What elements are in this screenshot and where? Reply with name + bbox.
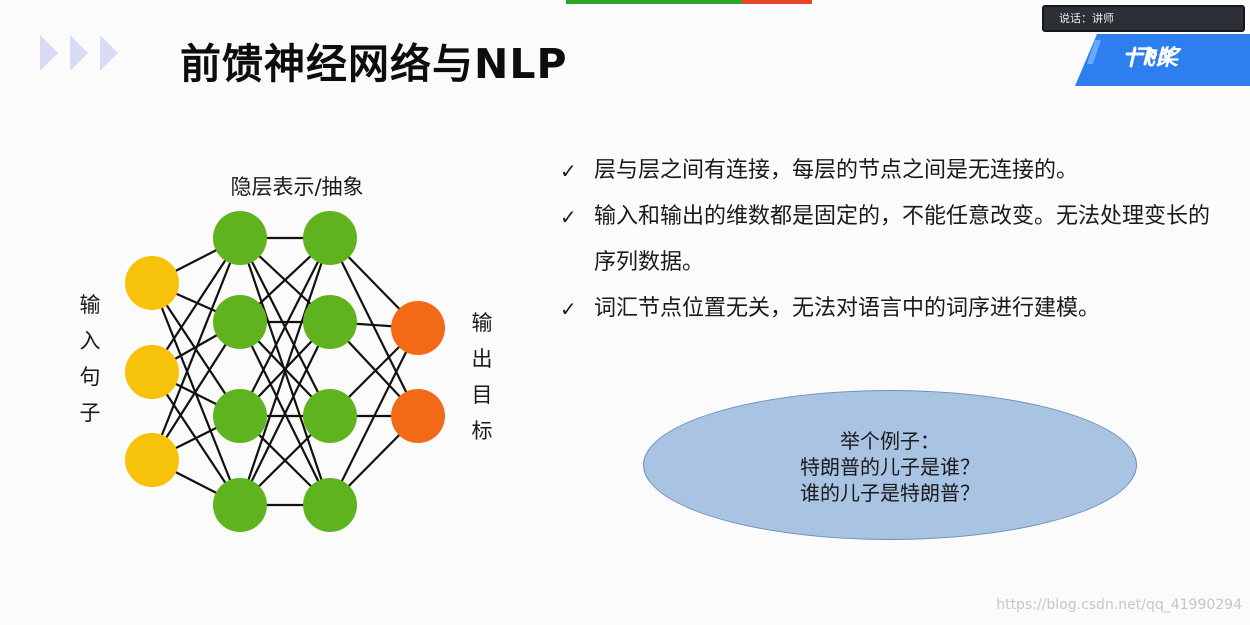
input-label-char: 子 [80, 401, 101, 425]
input-label: 输 入 句 子 [80, 293, 101, 425]
input-label-char: 入 [80, 329, 101, 353]
output-label: 输 出 目 标 [472, 311, 493, 443]
output-label-char: 出 [472, 347, 493, 371]
bullet-item: ✓ 词汇节点位置无关，无法对语言中的词序进行建模。 [560, 286, 1220, 332]
example-text: 举个例子： 特朗普的儿子是谁？ 谁的儿子是特朗普？ [643, 428, 1137, 506]
check-icon: ✓ [560, 205, 577, 229]
connection-line [151, 321, 241, 461]
slide-title: 前馈神经网络与NLP [180, 40, 568, 88]
paddle-logo-icon [1125, 46, 1172, 68]
input-node [125, 256, 179, 310]
input-label-char: 句 [80, 365, 101, 389]
input-label-char: 输 [80, 293, 101, 317]
bullet-item: ✓ 层与层之间有连接，每层的节点之间是无连接的。 [560, 148, 1220, 194]
hidden-1-node [213, 295, 267, 349]
hidden-2-node [303, 295, 357, 349]
connection-line [329, 327, 419, 506]
brand-logo-text: 飞桨 [1133, 46, 1180, 71]
output-label-char: 目 [472, 383, 493, 407]
bullet-text: 词汇节点位置无关，无法对语言中的词序进行建模。 [594, 296, 1101, 321]
speaker-indicator: 说话：讲师 [1042, 5, 1245, 32]
output-node [391, 301, 445, 355]
example-ellipse [643, 390, 1137, 540]
watermark: https://blog.csdn.net/qq_41990294 [996, 597, 1242, 613]
neural-network-diagram: 隐层表示/抽象 输 入 句 子 输 出 目 标 [80, 175, 493, 532]
connection-line [238, 237, 332, 506]
output-node [391, 389, 445, 443]
output-label-char: 输 [472, 311, 493, 335]
example-heading: 举个例子： [840, 429, 940, 453]
bullet-list: ✓ 层与层之间有连接，每层的节点之间是无连接的。 ✓ 输入和输出的维数都是固定的… [560, 148, 1220, 332]
hidden-2-node [303, 389, 357, 443]
progress-bar [566, 0, 812, 4]
check-icon: ✓ [560, 159, 577, 183]
example-line-1: 特朗普的儿子是谁？ [800, 455, 980, 479]
hidden-layer-label: 隐层表示/抽象 [230, 175, 363, 199]
brand-logo-tab [1075, 34, 1250, 86]
connection-line [150, 237, 242, 461]
connection-line [239, 321, 331, 506]
example-line-2: 谁的儿子是特朗普？ [800, 481, 980, 505]
bullet-text: 层与层之间有连接，每层的节点之间是无连接的。 [594, 158, 1079, 183]
progress-bar-green [566, 0, 742, 4]
output-label-char: 标 [472, 419, 493, 443]
hidden-1-node [213, 211, 267, 265]
hidden-1-node [213, 478, 267, 532]
input-node [125, 433, 179, 487]
connection-line [329, 237, 419, 417]
connection-line [239, 237, 331, 417]
input-node [125, 345, 179, 399]
hidden-1-node [213, 389, 267, 443]
hidden-2-node [303, 478, 357, 532]
check-icon: ✓ [560, 297, 577, 321]
chevron-decoration-icon [40, 35, 118, 71]
bullet-text: 输入和输出的维数都是固定的，不能任意改变。无法处理变长的序列数据。 [594, 204, 1211, 275]
hidden-2-node [303, 211, 357, 265]
bullet-item: ✓ 输入和输出的维数都是固定的，不能任意改变。无法处理变长的序列数据。 [560, 194, 1220, 286]
progress-bar-red [742, 0, 812, 4]
